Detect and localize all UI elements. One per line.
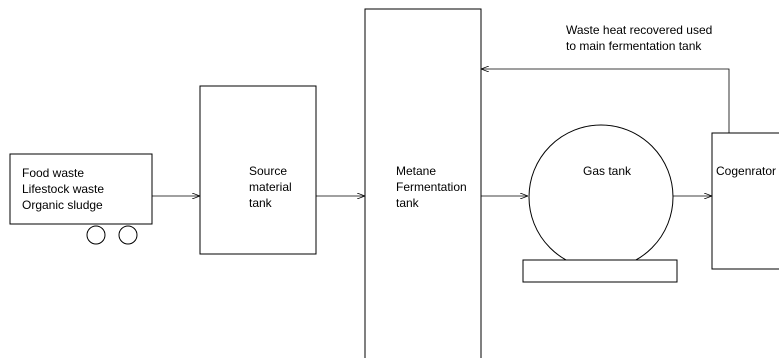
- waste-heat-note-line-1: Waste heat recovered used: [566, 23, 712, 37]
- feed-box: [9, 153, 153, 225]
- fermentation-tank-line-3: tank: [396, 196, 420, 210]
- feed-box-line-1: Food waste: [22, 166, 84, 180]
- fermentation-tank-box: [364, 8, 482, 362]
- waste-heat-return-line: [481, 69, 730, 133]
- gas-tank-base: [522, 259, 678, 283]
- source-tank-line-2: material: [249, 180, 292, 194]
- source-tank-line-3: tank: [249, 196, 273, 210]
- cogenerator-label: Cogenrator: [716, 164, 776, 178]
- source-tank-line-1: Source: [249, 164, 287, 178]
- fermentation-tank: Metane Fermentation tank: [364, 8, 482, 362]
- gas-tank: Gas tank: [522, 124, 678, 283]
- gas-tank-label: Gas tank: [583, 164, 632, 178]
- fermentation-tank-line-2: Fermentation: [396, 180, 467, 194]
- cogenerator-box: [711, 132, 779, 270]
- cart-wheel-left: [86, 225, 106, 245]
- cogenerator: Cogenrator: [711, 132, 779, 270]
- gas-tank-sphere: [528, 124, 674, 270]
- source-material-tank: Source material tank: [199, 85, 317, 255]
- cart-wheel-right: [118, 225, 138, 245]
- feed-cart: Food waste Lifestock waste Organic sludg…: [9, 153, 153, 245]
- fermentation-tank-line-1: Metane: [396, 164, 436, 178]
- feed-box-line-2: Lifestock waste: [22, 182, 104, 196]
- waste-heat-note-line-2: to main fermentation tank: [566, 39, 702, 53]
- feed-box-line-3: Organic sludge: [22, 198, 103, 212]
- source-tank-box: [199, 85, 317, 255]
